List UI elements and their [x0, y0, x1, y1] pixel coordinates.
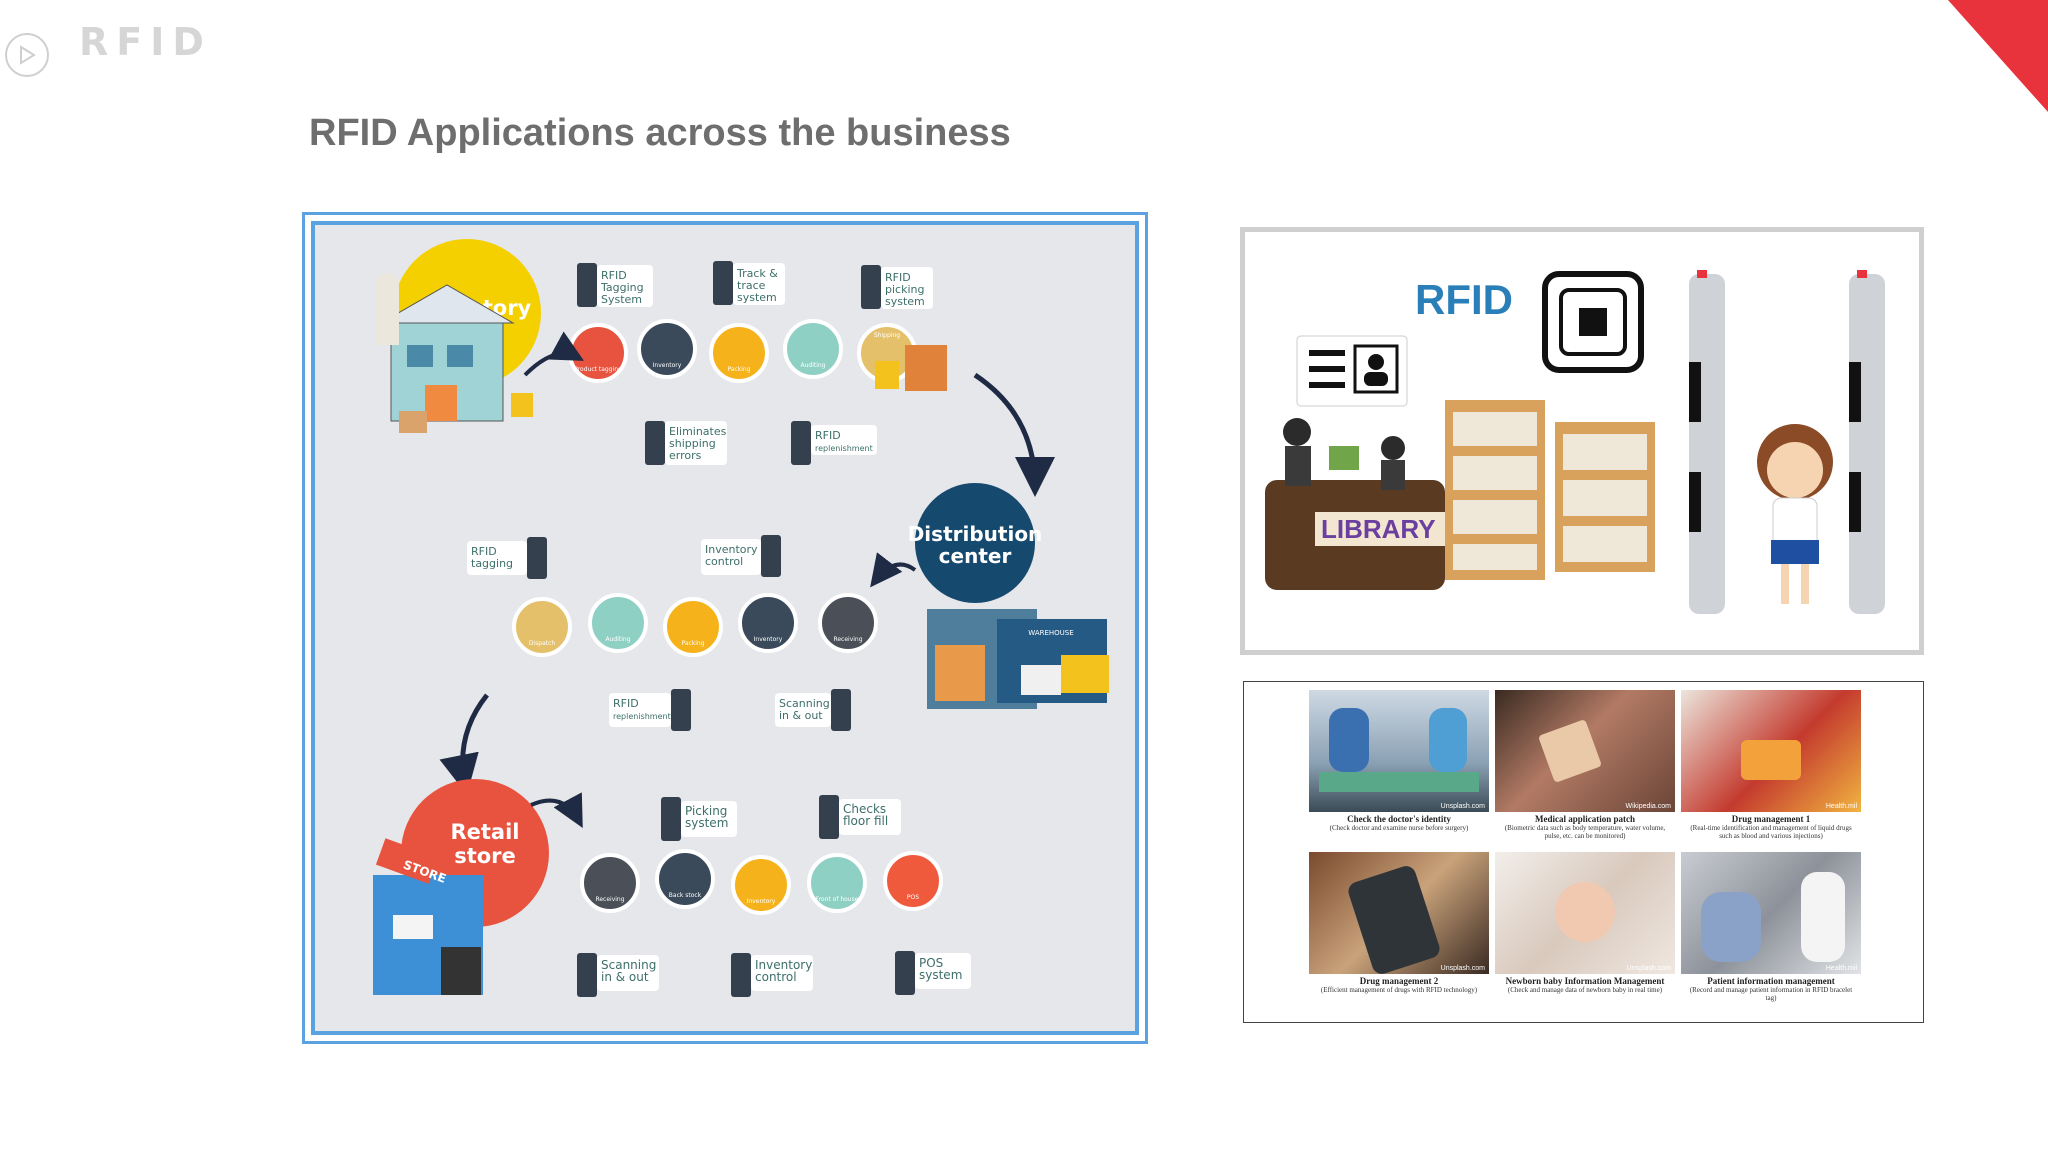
retail-stage: Retail store STORE — [373, 779, 549, 995]
node-inventory: Inventory — [653, 362, 682, 369]
svg-text:Checks: Checks — [843, 802, 886, 816]
svg-text:system: system — [885, 295, 925, 308]
page-title: RFID Applications across the business — [309, 112, 1011, 154]
health-cell-doctor-identity: Unsplash.com Check the doctor's identity… — [1309, 690, 1489, 832]
rfid-tag-icon — [1542, 271, 1644, 373]
svg-text:RFID: RFID — [601, 269, 627, 282]
patient-photo: Health.mil — [1681, 852, 1861, 974]
node-auditing: Auditing — [800, 362, 825, 369]
svg-text:replenishment: replenishment — [613, 712, 671, 721]
svg-text:Scanning: Scanning — [601, 958, 656, 972]
svg-text:POS: POS — [919, 956, 943, 970]
svg-text:Picking: Picking — [685, 804, 727, 818]
health-cell-newborn: Unsplash.com Newborn baby Information Ma… — [1495, 852, 1675, 994]
svg-text:replenishment: replenishment — [815, 444, 873, 453]
health-cell-drug-management-2: Unsplash.com Drug management 2 (Efficien… — [1309, 852, 1489, 994]
svg-text:control: control — [755, 970, 797, 984]
svg-text:System: System — [601, 293, 642, 306]
supply-chain-infographic: Factory Product tagging Inventory Packin… — [302, 212, 1148, 1044]
svg-text:Back stock: Back stock — [669, 892, 702, 899]
svg-text:system: system — [919, 968, 962, 982]
svg-text:center: center — [939, 544, 1012, 568]
svg-text:Track &: Track & — [736, 267, 778, 280]
student-figure — [1757, 424, 1833, 604]
svg-text:Inventory: Inventory — [754, 636, 783, 643]
factory-stage: Factory — [375, 239, 541, 433]
row2-nodes: Dispatch Auditing Packing Inventory Rece… — [512, 593, 878, 657]
svg-text:Receiving: Receiving — [595, 896, 624, 903]
security-gates — [1689, 270, 1885, 614]
surgery-photo: Unsplash.com — [1309, 690, 1489, 812]
health-cell-drug-management-1: Health.mil Drug management 1 (Real-time … — [1681, 690, 1861, 840]
rfid-library-label: RFID — [1415, 276, 1513, 323]
node-shipping: Shipping — [874, 332, 900, 339]
svg-text:errors: errors — [669, 449, 702, 462]
svg-text:Inventory: Inventory — [755, 958, 812, 972]
svg-text:Dispatch: Dispatch — [529, 640, 556, 647]
play-button[interactable] — [5, 33, 49, 77]
svg-text:Distribution: Distribution — [908, 522, 1043, 546]
play-circle-icon — [20, 45, 36, 65]
row1-nodes: Product tagging Inventory Packing Auditi… — [568, 319, 947, 391]
corner-accent — [1948, 0, 2048, 112]
bookshelves — [1445, 400, 1655, 580]
distribution-stage: Distribution center WAREHOUSE — [908, 483, 1109, 709]
svg-text:Packing: Packing — [681, 640, 704, 647]
svg-text:RFID: RFID — [885, 271, 911, 284]
svg-text:Tagging: Tagging — [600, 281, 644, 294]
brand-logo-text: RFID — [79, 20, 212, 64]
svg-text:Auditing: Auditing — [605, 636, 630, 643]
svg-text:tagging: tagging — [471, 557, 513, 570]
library-scene: RFID LIBRARY — [1245, 232, 1919, 650]
newborn-photo: Unsplash.com — [1495, 852, 1675, 974]
health-cell-medical-patch: Wikipedia.com Medical application patch … — [1495, 690, 1675, 840]
drugs-photo-2: Unsplash.com — [1309, 852, 1489, 974]
drugs-photo-1: Health.mil — [1681, 690, 1861, 812]
svg-text:trace: trace — [737, 279, 766, 292]
healthcare-rfid-grid: Unsplash.com Check the doctor's identity… — [1243, 681, 1924, 1023]
node-product-tagging: Product tagging — [574, 366, 622, 373]
svg-text:system: system — [737, 291, 777, 304]
svg-text:Scanning: Scanning — [779, 697, 830, 710]
row3-nodes: Receiving Back stock Inventory Front of … — [580, 849, 943, 915]
svg-text:Retail: Retail — [450, 820, 519, 844]
svg-text:system: system — [685, 816, 728, 830]
patch-photo: Wikipedia.com — [1495, 690, 1675, 812]
svg-text:shipping: shipping — [669, 437, 716, 450]
node-packing: Packing — [727, 366, 750, 373]
library-sign: LIBRARY — [1321, 514, 1436, 544]
row2-labels: RFID tagging Inventory control RFID repl… — [467, 535, 851, 731]
svg-text:Front of house: Front of house — [816, 896, 859, 903]
svg-text:in & out: in & out — [779, 709, 823, 722]
svg-text:RFID: RFID — [815, 429, 841, 442]
id-card-icon — [1296, 335, 1408, 407]
svg-text:Eliminates: Eliminates — [669, 425, 727, 438]
flow-diagram: Factory Product tagging Inventory Packin… — [373, 239, 1109, 997]
svg-text:RFID: RFID — [471, 545, 497, 558]
svg-text:store: store — [454, 844, 516, 868]
row3-labels: Picking system Checks floor fill Scannin… — [577, 795, 971, 997]
svg-text:control: control — [705, 555, 743, 568]
svg-text:in & out: in & out — [601, 970, 649, 984]
svg-text:Inventory: Inventory — [747, 898, 776, 905]
svg-text:Receiving: Receiving — [833, 636, 862, 643]
svg-text:WAREHOUSE: WAREHOUSE — [1028, 629, 1073, 637]
row1-labels: RFID Tagging System Track & trace system… — [577, 261, 933, 465]
library-desk: LIBRARY — [1265, 418, 1445, 590]
library-rfid-illustration: RFID LIBRARY — [1240, 227, 1924, 655]
health-cell-patient-info: Health.mil Patient information managemen… — [1681, 852, 1861, 1002]
svg-text:picking: picking — [885, 283, 924, 296]
svg-text:floor fill: floor fill — [843, 814, 888, 828]
svg-text:RFID: RFID — [613, 697, 639, 710]
svg-text:Inventory: Inventory — [705, 543, 758, 556]
svg-text:POS: POS — [907, 894, 919, 901]
